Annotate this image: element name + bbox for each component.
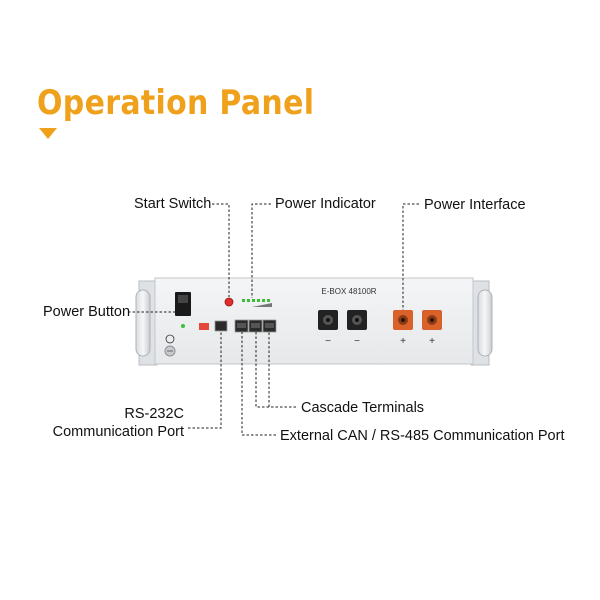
terminal-plus-2-label: + [429,336,435,347]
power-indicator-leds [242,299,270,302]
negative-terminal-2 [347,310,367,330]
start-switch-label: Start Switch [134,196,212,212]
power-button-label: Power Button [43,304,131,320]
rs232-label-line1: RS-232C [124,406,184,422]
negative-terminal-1 [318,310,338,330]
terminal-minus-1-label: − [325,336,331,347]
positive-terminal-1 [393,310,413,330]
leader-start-switch [212,203,230,297]
positive-terminal-2 [422,310,442,330]
power-led-icon [181,324,185,328]
leader-power-interface [402,203,419,310]
terminal-minus-2-label: − [354,336,360,347]
leader-lines [128,203,419,436]
terminal-plus-1-label: + [400,336,406,347]
right-handle [477,289,493,357]
leader-power-indicator [251,203,271,298]
battery-body [154,277,474,365]
ground-symbol-icon [165,334,175,344]
rs232-label-line2: Communication Port [52,424,184,440]
rs232-port [214,320,228,332]
start-switch [224,297,234,307]
leader-rs232 [188,331,222,429]
leader-cascade-1 [255,332,296,408]
leader-external-can [241,332,276,436]
power-indicator-label: Power Indicator [275,196,376,212]
power-interface-label: Power Interface [424,197,526,213]
external-can-label: External CAN / RS-485 Communication Port [280,428,565,444]
title-arrow-icon [39,128,57,139]
soc-gauge-icon [252,303,272,307]
left-handle [135,289,151,357]
model-text: E-BOX 48100R [321,287,376,296]
page-title: Operation Panel [37,84,315,124]
cascade-terminals-label: Cascade Terminals [301,400,425,416]
dip-switch [199,323,209,330]
